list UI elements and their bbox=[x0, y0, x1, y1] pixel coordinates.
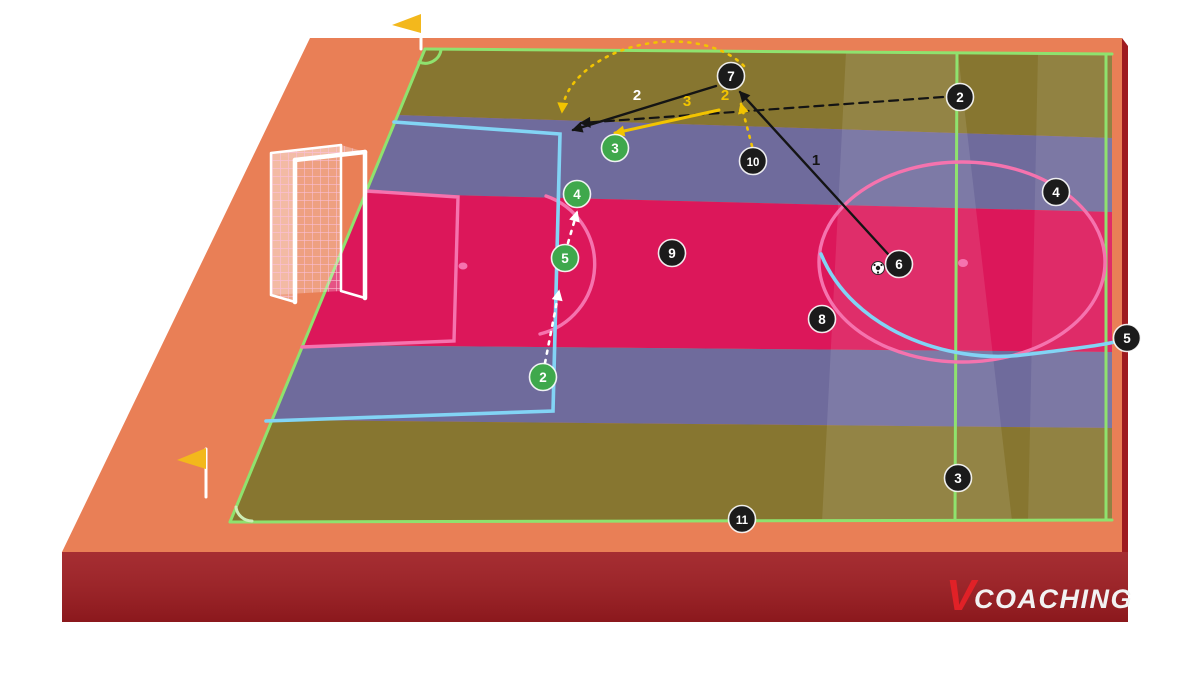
zone-center bbox=[303, 193, 1112, 352]
pitch-lines-green bbox=[228, 47, 1114, 524]
goal-area-box bbox=[300, 189, 460, 349]
penalty-arc bbox=[538, 194, 597, 336]
zone-wide-top bbox=[398, 49, 1112, 138]
arrow-run-green-2 bbox=[543, 289, 563, 365]
arrow-run-10 bbox=[738, 102, 754, 148]
player-black-5: 5 bbox=[1112, 323, 1142, 353]
pitch-zones bbox=[230, 49, 1112, 522]
penalty-spot bbox=[458, 262, 468, 270]
platform-front-face-shade bbox=[62, 552, 1128, 622]
player-green-5: 5 bbox=[550, 243, 580, 273]
player-black-11: 11 bbox=[727, 504, 757, 534]
player-number: 9 bbox=[668, 246, 676, 261]
goal-crossbar bbox=[292, 149, 368, 163]
dynamic-layer: 1 2 3 2 7 2 10 4 9 6 8 5 3 11 3 4 5 2 bbox=[528, 40, 1142, 534]
player-green-4: 4 bbox=[562, 179, 592, 209]
player-black-8: 8 bbox=[807, 304, 837, 334]
player-number: 10 bbox=[747, 157, 760, 169]
arrow-pass-3 bbox=[613, 108, 721, 137]
ball-icon bbox=[871, 261, 885, 275]
goal-net-back-grid bbox=[271, 145, 341, 295]
player-number: 6 bbox=[895, 257, 903, 272]
goal-back-frame bbox=[269, 143, 367, 304]
arrow-label-2: 2 bbox=[633, 87, 641, 104]
player-number: 2 bbox=[956, 90, 964, 105]
corner-arc-bottom bbox=[234, 505, 254, 523]
player-black-4: 4 bbox=[1041, 177, 1071, 207]
arrow-run-7 bbox=[557, 40, 746, 114]
player-black-3: 3 bbox=[943, 463, 973, 493]
corner-flag-top bbox=[392, 12, 423, 51]
center-circle bbox=[817, 160, 1107, 364]
player-black-2: 2 bbox=[945, 82, 975, 112]
platform-right-face bbox=[1122, 38, 1128, 552]
goal-frame bbox=[269, 143, 368, 305]
flag-cloth-bottom bbox=[177, 448, 206, 469]
player-number: 2 bbox=[539, 370, 547, 385]
goal bbox=[269, 143, 368, 305]
player-number: 11 bbox=[736, 515, 749, 527]
player-number: 4 bbox=[573, 187, 581, 202]
player-black-9: 9 bbox=[657, 238, 687, 268]
pitch-lines-blue bbox=[264, 120, 1134, 423]
corner-flag-bottom bbox=[177, 447, 208, 499]
corner-arc-top bbox=[417, 48, 443, 65]
player-number: 5 bbox=[1123, 331, 1131, 346]
touchline-bottom bbox=[228, 518, 1114, 524]
player-number: 3 bbox=[954, 471, 962, 486]
zone-halfspace-bottom bbox=[272, 345, 1112, 428]
player-number: 3 bbox=[611, 141, 619, 156]
zone-wide-bottom bbox=[230, 420, 1112, 522]
player-number: 4 bbox=[1052, 185, 1060, 200]
player-number: 8 bbox=[818, 312, 826, 327]
player-green-2: 2 bbox=[528, 362, 558, 392]
arrow-pass-option-dashed bbox=[579, 95, 945, 128]
penalty-area-box bbox=[264, 120, 562, 423]
blue-zone-arc bbox=[819, 252, 1134, 359]
pitch-lines-pink bbox=[300, 160, 1107, 364]
halfway-line bbox=[953, 51, 959, 522]
arrow-label-1: 1 bbox=[812, 152, 820, 169]
player-number: 7 bbox=[727, 69, 735, 84]
arrow-label-3: 3 bbox=[683, 93, 691, 110]
logo-name: COACHING bbox=[974, 584, 1133, 614]
player-green-3: 3 bbox=[600, 133, 630, 163]
arrow-label-2: 2 bbox=[721, 87, 729, 104]
light-beam-left bbox=[822, 52, 1012, 522]
player-black-7: 7 bbox=[716, 61, 746, 91]
player-number: 5 bbox=[561, 251, 569, 266]
arrow-pass-1 bbox=[738, 90, 890, 256]
flag-cloth-top bbox=[392, 14, 421, 33]
touchline-top bbox=[423, 47, 1114, 56]
light-beam-right bbox=[1028, 53, 1112, 521]
player-black-10: 10 bbox=[738, 146, 768, 176]
player-black-6: 6 bbox=[884, 249, 914, 279]
logo-v: V bbox=[946, 571, 979, 620]
center-spot bbox=[958, 259, 968, 267]
logo: V COACHING bbox=[946, 571, 1133, 620]
